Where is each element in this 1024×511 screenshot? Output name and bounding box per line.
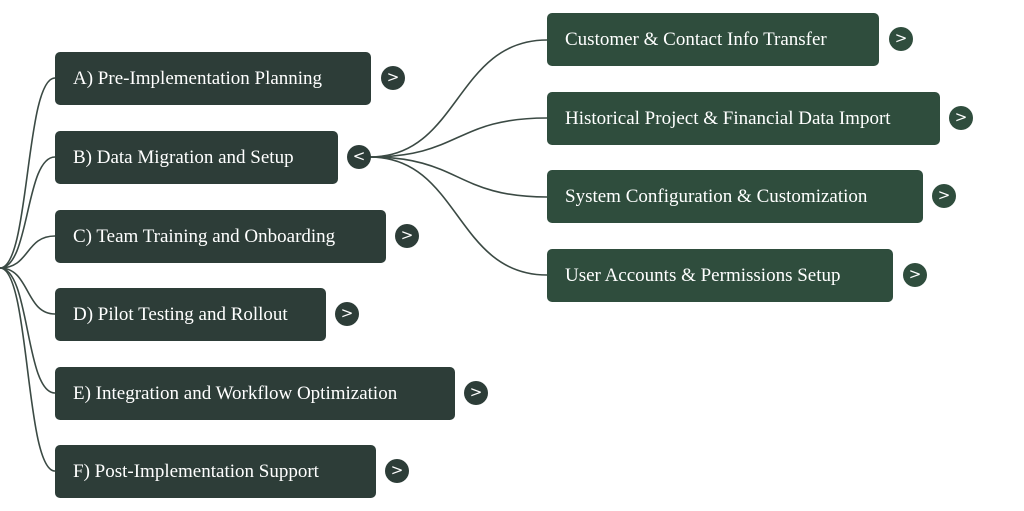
branch-d-node[interactable]: D) Pilot Testing and Rollout xyxy=(55,288,326,341)
connector-root-e xyxy=(0,267,56,394)
connector-root-c xyxy=(0,235,56,269)
expand-child-4-toggle[interactable]: > xyxy=(903,263,927,287)
expand-branch-c-toggle[interactable]: > xyxy=(395,224,419,248)
expand-child-1-toggle[interactable]: > xyxy=(889,27,913,51)
child-historical-data-node[interactable]: Historical Project & Financial Data Impo… xyxy=(547,92,940,145)
expand-child-3-toggle[interactable]: > xyxy=(932,184,956,208)
connector-b-child-2 xyxy=(369,117,548,158)
child-customer-contact-node[interactable]: Customer & Contact Info Transfer xyxy=(547,13,879,66)
expand-branch-f-toggle[interactable]: > xyxy=(385,459,409,483)
branch-e-node[interactable]: E) Integration and Workflow Optimization xyxy=(55,367,455,420)
child-user-accounts-node[interactable]: User Accounts & Permissions Setup xyxy=(547,249,893,302)
collapse-branch-b-toggle[interactable]: < xyxy=(347,145,371,169)
connector-b-child-1 xyxy=(369,39,548,158)
branch-c-node[interactable]: C) Team Training and Onboarding xyxy=(55,210,386,263)
expand-branch-e-toggle[interactable]: > xyxy=(464,381,488,405)
expand-child-2-toggle[interactable]: > xyxy=(949,106,973,130)
child-system-config-node[interactable]: System Configuration & Customization xyxy=(547,170,923,223)
connector-b-child-3 xyxy=(369,156,548,198)
branch-a-node[interactable]: A) Pre-Implementation Planning xyxy=(55,52,371,105)
connector-root-f xyxy=(0,267,56,472)
connector-root-b xyxy=(0,156,56,269)
branch-b-node[interactable]: B) Data Migration and Setup xyxy=(55,131,338,184)
connector-root-a xyxy=(0,77,56,269)
expand-branch-a-toggle[interactable]: > xyxy=(381,66,405,90)
expand-branch-d-toggle[interactable]: > xyxy=(335,302,359,326)
connector-b-child-4 xyxy=(369,156,548,276)
branch-f-node[interactable]: F) Post-Implementation Support xyxy=(55,445,376,498)
connector-root-d xyxy=(0,267,56,315)
